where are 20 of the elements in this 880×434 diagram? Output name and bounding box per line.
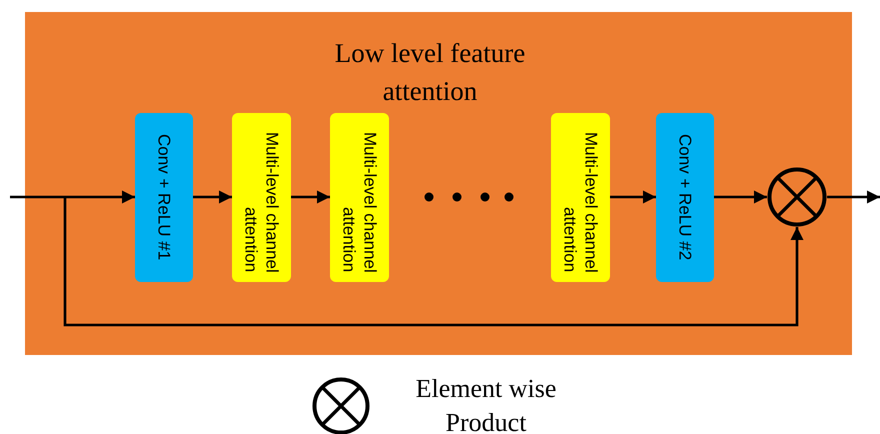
panel-title: Low level feature attention bbox=[334, 37, 526, 108]
block-label: Multi-level channel attention bbox=[560, 130, 602, 272]
attention-block bbox=[232, 113, 291, 282]
arrow bbox=[10, 190, 135, 204]
arrow bbox=[610, 190, 656, 204]
conv-block bbox=[135, 113, 193, 282]
attention-block bbox=[330, 113, 389, 282]
arrow bbox=[291, 190, 330, 204]
conv-block bbox=[656, 113, 714, 282]
arrow bbox=[827, 190, 880, 204]
arrow bbox=[193, 190, 232, 204]
attention-block bbox=[551, 113, 610, 282]
block-label: Multi-level channel attention bbox=[240, 130, 282, 272]
block-label: Conv + ReLU #1 bbox=[154, 133, 174, 263]
arrow bbox=[714, 190, 767, 204]
block-label: Conv + ReLU #2 bbox=[674, 133, 696, 263]
arrow bbox=[64, 197, 804, 326]
multiply-circle bbox=[767, 167, 827, 227]
legend-text: Element wise Product bbox=[414, 373, 558, 434]
block-label: Multi-level channel attention bbox=[338, 130, 380, 272]
